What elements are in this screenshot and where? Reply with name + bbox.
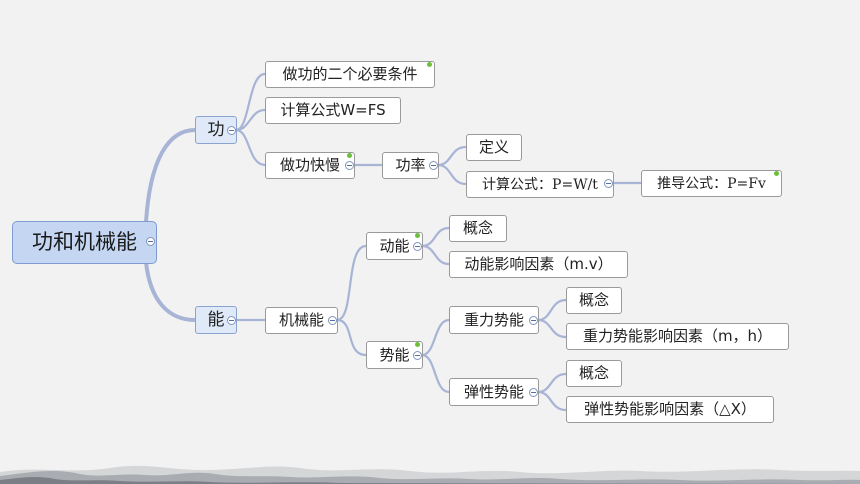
collapse-icon[interactable] <box>227 126 236 135</box>
marker-dot <box>415 342 420 347</box>
connector-work-conditions <box>234 72 267 132</box>
topic-power-definition-label: 定义 <box>478 138 509 156</box>
topic-power-formula[interactable]: 计算公式：P=W/t <box>466 171 614 198</box>
topic-elastic[interactable]: 弹性势能 <box>449 378 539 406</box>
mindmap-root-label: 功和机械能 <box>32 230 137 254</box>
connector-work-speed <box>234 128 267 167</box>
topic-work-speed-label: 做功快慢 <box>279 156 340 174</box>
topic-kinetic-factors-label: 动能影响因素（m.v） <box>464 255 613 273</box>
connector-potential-elastic <box>420 353 451 394</box>
topic-mechanical-energy[interactable]: 机械能 <box>265 307 338 334</box>
collapse-icon[interactable] <box>413 242 422 251</box>
topic-work[interactable]: 功 <box>195 116 237 144</box>
topic-kinetic-factors[interactable]: 动能影响因素（m.v） <box>449 251 628 278</box>
connector-power-formula <box>436 163 468 186</box>
topic-work-conditions[interactable]: 做功的二个必要条件 <box>265 61 435 88</box>
collapse-icon[interactable] <box>529 388 538 397</box>
topic-power-label: 功率 <box>395 156 426 174</box>
topic-work-speed[interactable]: 做功快慢 <box>265 152 355 179</box>
collapse-icon[interactable] <box>146 237 155 246</box>
marker-dot <box>415 233 420 238</box>
collapse-icon[interactable] <box>529 316 538 325</box>
marker-dot <box>347 153 352 158</box>
topic-gravitational-factors[interactable]: 重力势能影响因素（m，h） <box>566 323 789 350</box>
marker-dot <box>774 171 779 176</box>
connector-kinetic-concept <box>420 226 451 248</box>
collapse-icon[interactable] <box>413 351 422 360</box>
connector-gravitational-concept <box>536 298 568 322</box>
topic-work-conditions-label: 做功的二个必要条件 <box>282 65 418 83</box>
topic-gravitational-concept-label: 概念 <box>578 291 609 309</box>
topic-elastic-label: 弹性势能 <box>463 382 524 401</box>
collapse-icon[interactable] <box>429 161 438 170</box>
topic-gravitational[interactable]: 重力势能 <box>449 306 539 334</box>
connector-gravitational-factors <box>536 318 568 339</box>
topic-power-derived-label: 推导公式：P=Fv <box>657 175 766 192</box>
topic-kinetic-label: 动能 <box>379 236 410 255</box>
connector-root-work <box>144 128 197 224</box>
topic-mechanical-energy-label: 机械能 <box>278 311 324 329</box>
mountain-decoration <box>0 465 860 484</box>
connector-mechanical-potential <box>335 318 368 357</box>
connector-mechanical-kinetic <box>335 244 368 322</box>
collapse-icon[interactable] <box>227 316 236 325</box>
topic-gravitational-factors-label: 重力势能影响因素（m，h） <box>582 327 773 345</box>
topic-energy-label: 能 <box>207 309 225 330</box>
connector-potential-gravitational <box>420 318 451 357</box>
topic-kinetic-concept-label: 概念 <box>462 219 493 237</box>
topic-elastic-concept-label: 概念 <box>578 364 609 382</box>
connector-kinetic-factors <box>420 244 451 266</box>
marker-dot <box>427 62 432 67</box>
connector-elastic-concept <box>536 372 568 394</box>
topic-potential-label: 势能 <box>379 345 410 364</box>
topic-kinetic-concept[interactable]: 概念 <box>449 215 507 242</box>
connector-root-energy <box>144 260 197 322</box>
topic-gravitational-label: 重力势能 <box>463 310 524 329</box>
mindmap-root[interactable]: 功和机械能 <box>12 221 157 264</box>
topic-elastic-factors-label: 弹性势能影响因素（△X） <box>584 400 756 418</box>
collapse-icon[interactable] <box>604 179 613 188</box>
topic-work-formula-label: 计算公式W=FS <box>280 101 386 119</box>
topic-elastic-concept[interactable]: 概念 <box>566 360 622 387</box>
topic-gravitational-concept[interactable]: 概念 <box>566 287 622 314</box>
connector-power-definition <box>436 145 468 167</box>
topic-power-derived[interactable]: 推导公式：P=Fv <box>641 170 782 197</box>
topic-work-formula[interactable]: 计算公式W=FS <box>265 97 401 124</box>
topic-power-definition[interactable]: 定义 <box>466 134 522 161</box>
connector-elastic-factors <box>536 390 568 412</box>
topic-elastic-factors[interactable]: 弹性势能影响因素（△X） <box>566 396 774 423</box>
topic-work-label: 功 <box>207 119 225 140</box>
collapse-icon[interactable] <box>345 161 354 170</box>
connector-work-formula <box>234 108 267 132</box>
topic-power-formula-label: 计算公式：P=W/t <box>482 176 598 193</box>
collapse-icon[interactable] <box>328 316 337 325</box>
